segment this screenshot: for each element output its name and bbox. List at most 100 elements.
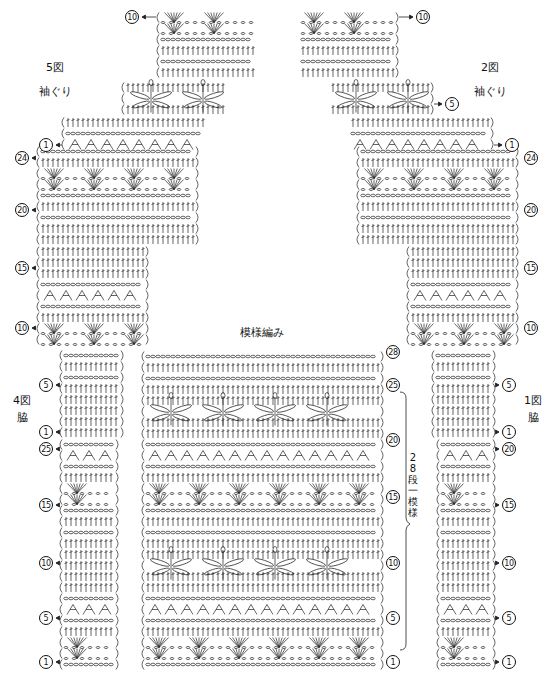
treble-stitch (237, 539, 240, 548)
chain-stitch (251, 663, 255, 666)
chain-stitch (231, 531, 235, 534)
chain-stitch (170, 658, 174, 660)
chain-stitch (210, 647, 214, 649)
chain-stitch (196, 443, 200, 446)
treble-stitch (247, 396, 250, 405)
treble-stitch (452, 384, 455, 393)
treble-stitch (477, 627, 480, 636)
chain-stitch (181, 663, 185, 666)
chain-stitch (306, 493, 310, 495)
chain-stitch (338, 658, 342, 660)
chain-stitch (226, 531, 230, 534)
treble-stitch (352, 396, 355, 405)
chain-stitch (451, 619, 455, 622)
chain-stitch (346, 443, 350, 446)
cluster-stitch (309, 451, 321, 461)
chain-stitch (178, 658, 182, 660)
chain-stitch (221, 531, 225, 534)
turning-chain (437, 495, 439, 505)
chain-stitch (366, 355, 370, 358)
treble-stitch (282, 473, 285, 482)
treble-stitch (327, 627, 330, 636)
treble-stitch (282, 429, 285, 438)
chain-stitch (161, 443, 165, 446)
turning-chain (142, 451, 144, 461)
chain-stitch (449, 493, 453, 495)
chain-stitch (476, 531, 480, 534)
treble-stitch (267, 539, 270, 548)
treble-stitch (452, 627, 455, 636)
turning-chain (437, 583, 439, 593)
shell-fan (484, 169, 503, 179)
treble-stitch (177, 396, 180, 405)
chain-stitch (231, 443, 235, 446)
treble-stitch (412, 269, 415, 278)
chain-stitch (218, 658, 222, 660)
treble-stitch (322, 363, 325, 372)
chain-stitch (471, 354, 475, 357)
chain-stitch (461, 283, 465, 286)
treble-stitch (512, 258, 515, 267)
treble-stitch (207, 572, 210, 581)
treble-stitch (437, 258, 440, 267)
treble-stitch (392, 202, 395, 211)
treble-stitch (302, 572, 305, 581)
treble-stitch (287, 363, 290, 372)
treble-stitch (502, 224, 505, 233)
chain-stitch (321, 377, 325, 380)
chain-stitch (461, 376, 465, 379)
treble-stitch (237, 627, 240, 636)
turning-chain (381, 462, 383, 472)
treble-stitch (287, 539, 290, 548)
chain-stitch (446, 619, 450, 622)
treble-stitch (282, 583, 285, 592)
chain-stitch (451, 194, 455, 197)
treble-stitch (207, 363, 210, 372)
treble-stitch (412, 247, 415, 256)
turning-chain (381, 429, 383, 439)
treble-stitch (232, 473, 235, 482)
motif-body (327, 552, 328, 580)
chain-stitch (221, 597, 225, 600)
treble-stitch (372, 539, 375, 548)
treble-stitch (242, 385, 245, 394)
shell-fan (454, 335, 473, 345)
treble-stitch (477, 406, 480, 415)
treble-stitch (377, 418, 380, 427)
chain-stitch (471, 597, 475, 600)
treble-stitch (267, 418, 270, 427)
chain-stitch (261, 377, 265, 380)
chain-stitch (476, 619, 480, 622)
chain-stitch (211, 355, 215, 358)
treble-stitch (477, 583, 480, 592)
treble-stitch (312, 396, 315, 405)
treble-stitch (402, 224, 405, 233)
cluster-stitch (245, 451, 257, 461)
treble-stitch (242, 396, 245, 405)
chain-stitch (286, 443, 290, 446)
chain-stitch (366, 194, 370, 197)
treble-stitch (512, 235, 515, 244)
chain-stitch (226, 493, 230, 495)
turning-chain (381, 583, 383, 593)
treble-stitch (272, 550, 275, 559)
treble-stitch (277, 418, 280, 427)
treble-stitch (402, 158, 405, 167)
chain-stitch (166, 619, 170, 622)
treble-stitch (267, 550, 270, 559)
chain-stitch (401, 189, 405, 191)
treble-stitch (497, 224, 500, 233)
treble-stitch (192, 517, 195, 526)
chain-stitch (176, 443, 180, 446)
treble-stitch (167, 473, 170, 482)
treble-stitch (162, 363, 165, 372)
chain-stitch (370, 493, 374, 495)
chain-stitch (156, 597, 160, 600)
treble-stitch (472, 313, 475, 322)
treble-stitch (162, 583, 165, 592)
treble-stitch (372, 627, 375, 636)
chain-stitch (291, 597, 295, 600)
chain-stitch (416, 216, 420, 219)
chain-stitch (206, 509, 210, 512)
treble-stitch (482, 202, 485, 211)
